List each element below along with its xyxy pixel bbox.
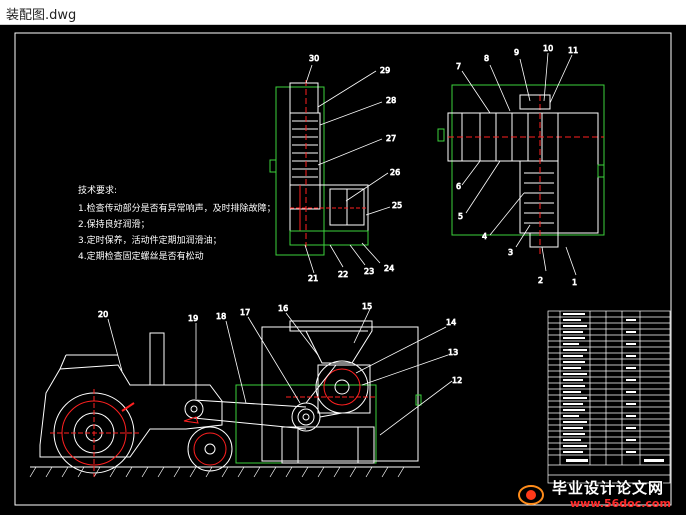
callout-11: 11 xyxy=(568,46,578,55)
tech-item-3: 3.定时保养，活动件定期加润滑油； xyxy=(78,234,222,246)
callout-30: 30 xyxy=(309,54,319,63)
callout-13: 13 xyxy=(448,348,458,357)
callout-18: 18 xyxy=(216,312,226,321)
callout-15: 15 xyxy=(362,302,372,311)
drawing-border xyxy=(14,32,672,506)
callout-26: 26 xyxy=(390,168,400,177)
callout-12: 12 xyxy=(452,376,462,385)
machine-assembly xyxy=(235,320,422,464)
callout-25: 25 xyxy=(392,201,402,210)
callout-22: 22 xyxy=(338,270,348,279)
top-right-view xyxy=(437,84,605,257)
tech-item-1: 1.检查传动部分是否有异常响声，及时排除故障； xyxy=(78,202,276,214)
watermark-logo-icon xyxy=(518,485,544,505)
callout-14: 14 xyxy=(446,318,456,327)
tech-item-2: 2.保持良好润滑； xyxy=(78,218,150,230)
watermark-title: 毕业设计论文网 xyxy=(552,479,665,497)
callout-7: 7 xyxy=(456,62,461,71)
callout-28: 28 xyxy=(386,96,396,105)
callout-17: 17 xyxy=(240,308,250,317)
cad-drawing-canvas[interactable]: 30 29 28 27 26 25 24 23 22 21 10 11 9 xyxy=(0,25,686,515)
callout-29: 29 xyxy=(380,66,390,75)
callout-3: 3 xyxy=(508,248,513,257)
callout-8: 8 xyxy=(484,54,489,63)
callout-5: 5 xyxy=(458,212,463,221)
parts-list-table xyxy=(547,310,671,484)
callout-4: 4 xyxy=(482,232,487,241)
callouts-bottom: 20 19 18 17 16 15 14 13 12 xyxy=(98,302,463,436)
top-left-view xyxy=(269,80,369,256)
tech-item-4: 4.定期检查固定螺丝是否有松动 xyxy=(78,250,204,262)
assembly-drawing: 30 29 28 27 26 25 24 23 22 21 10 11 9 xyxy=(14,32,672,506)
callout-9: 9 xyxy=(514,48,519,57)
callout-2: 2 xyxy=(538,276,543,285)
callout-20: 20 xyxy=(98,310,108,319)
callout-19: 19 xyxy=(188,314,198,323)
tractor-assembly xyxy=(29,332,420,478)
watermark: 毕业设计论文网 www.56doc.com xyxy=(512,477,682,513)
window-title: 装配图.dwg xyxy=(6,8,77,23)
callout-27: 27 xyxy=(386,134,396,143)
callouts-top-left: 30 29 28 27 26 25 24 23 22 21 xyxy=(304,54,403,283)
tech-heading: 技术要求: xyxy=(78,184,117,196)
callout-1: 1 xyxy=(572,278,577,287)
tech-requirements: 技术要求: 1.检查传动部分是否有异常响声，及时排除故障； 2.保持良好润滑； … xyxy=(78,184,276,262)
callout-16: 16 xyxy=(278,304,288,313)
callout-23: 23 xyxy=(364,267,374,276)
callout-10: 10 xyxy=(543,44,553,53)
title-bar: 装配图.dwg xyxy=(0,0,686,25)
callout-24: 24 xyxy=(384,264,394,273)
callouts-top-right: 10 11 9 8 7 6 5 4 3 2 1 xyxy=(456,44,579,288)
callout-6: 6 xyxy=(456,182,461,191)
callout-21: 21 xyxy=(308,274,318,283)
watermark-url: www.56doc.com xyxy=(570,497,671,510)
